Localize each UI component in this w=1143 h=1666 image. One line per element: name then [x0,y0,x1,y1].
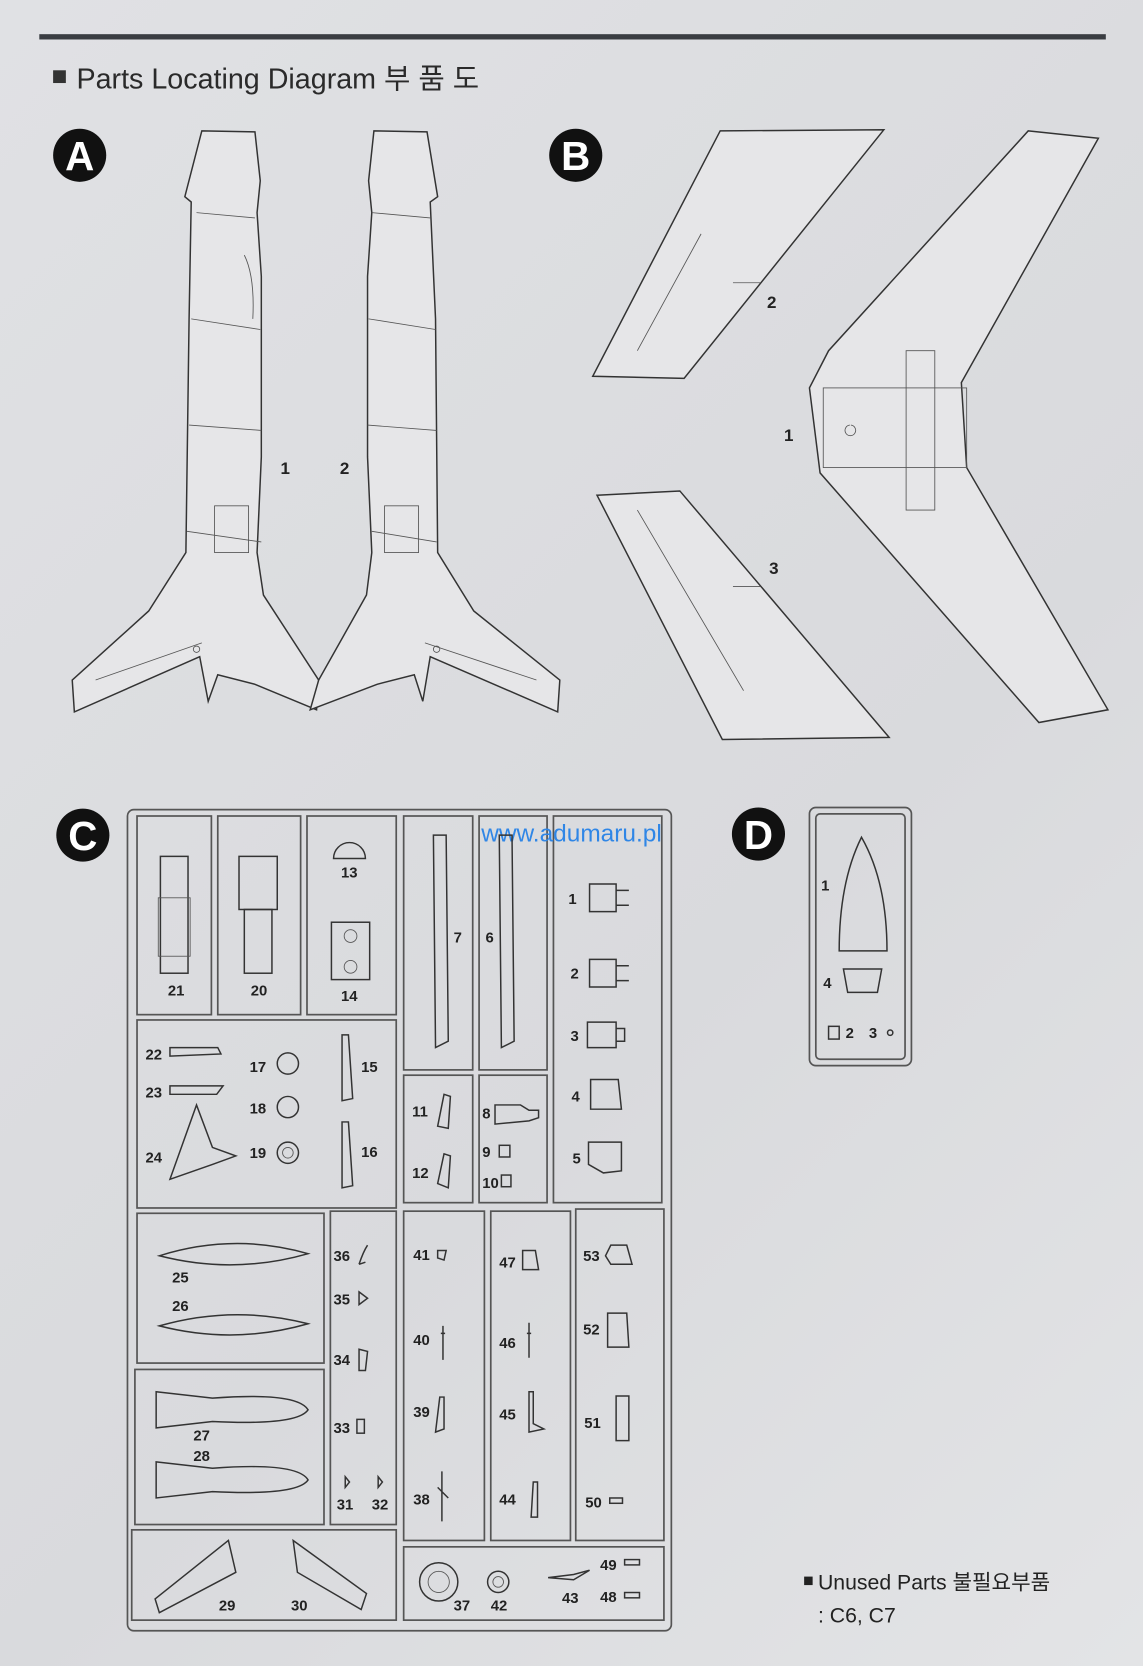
part-number-label: 1 [568,892,576,908]
part-label-d1: 1 [821,878,829,894]
part-number-label: 6 [485,930,493,946]
part-number-label: 37 [454,1599,471,1615]
part-number-label: 51 [584,1416,601,1432]
part-number-label: 14 [341,989,358,1005]
wing-part-1 [808,130,1110,724]
part-number-label: 12 [412,1166,429,1182]
part-label-d3: 3 [869,1026,877,1042]
sprue-c-frame [126,808,673,1632]
part-number-label: D [744,812,773,858]
part-number-label: 2 [570,967,578,983]
part-number-label: 27 [193,1429,210,1445]
unused-bullet [804,1576,813,1586]
unused-parts-heading: Unused Parts 불필요부품 [818,1570,1050,1594]
part-number-label: 19 [250,1146,267,1162]
part-number-label: 18 [250,1101,267,1117]
part-label-b2: 2 [767,293,776,312]
part-number-label: 28 [193,1449,210,1465]
part-label-d4: 4 [823,976,832,992]
part-number-label: 49 [600,1558,617,1574]
part-number-label: 45 [499,1407,516,1423]
unused-parts-list: : C6, C7 [818,1603,896,1627]
part-number-label: 40 [413,1333,430,1349]
part-number-label: 26 [172,1299,189,1315]
part-number-label: 7 [454,930,462,946]
part-label-b3: 3 [769,559,778,578]
part-number-label: 39 [413,1405,430,1421]
wing-part-2 [591,129,886,380]
watermark-url: www.adumaru.pl [480,820,662,847]
part-number-label: 21 [168,984,185,1000]
part-number-label: 48 [600,1590,617,1606]
part-number-label: B [561,133,590,179]
part-label-d2: 2 [846,1026,854,1042]
part-number-label: 20 [251,984,268,1000]
wing-part-3 [595,490,891,741]
fuselage-half-left [71,130,320,714]
page-title: Parts Locating Diagram 부 품 도 [76,63,479,95]
sprue-c-labels: 21 20 13 14 7 6 1 2 3 4 5 22 23 24 17 18… [146,866,617,1615]
part-number-label: 46 [499,1336,516,1352]
part-number-label: 29 [219,1599,236,1615]
fuselage-half-right [309,130,561,714]
part-label-b1: 1 [784,426,793,445]
section-b-badge: B [549,128,603,182]
part-number-label: A [65,133,94,179]
sprue-d: 1 4 2 3 [808,806,913,1067]
part-number-label: 10 [482,1176,499,1192]
part-number-label: 4 [572,1090,581,1106]
part-number-label: 44 [499,1492,516,1508]
part-number-label: 32 [372,1498,389,1514]
part-number-label: 23 [146,1086,163,1102]
part-number-label: 36 [334,1249,351,1265]
part-number-label: 13 [341,866,358,882]
section-a-badge: A [53,128,107,182]
section-c-badge: C [56,808,110,862]
part-number-label: 3 [570,1029,578,1045]
part-number-label: 47 [499,1255,516,1271]
part-number-label: 17 [250,1060,267,1076]
part-number-label: 41 [413,1248,430,1264]
part-number-label: 50 [585,1496,602,1512]
part-number-label: 24 [146,1150,163,1166]
part-number-label: 53 [583,1249,600,1265]
part-number-label: 15 [361,1060,378,1076]
part-label-a1: 1 [280,459,289,478]
section-d-badge: D [731,807,786,861]
title-bullet [53,70,66,84]
part-number-label: 8 [482,1107,490,1123]
part-number-label: 38 [413,1492,430,1508]
part-number-label: 9 [482,1145,490,1161]
part-number-label: 42 [491,1599,508,1615]
part-number-label: 5 [573,1151,581,1167]
top-rule [39,34,1106,40]
part-number-label: 35 [334,1293,351,1309]
part-number-label: 33 [334,1421,351,1437]
part-number-label: 25 [172,1270,189,1286]
part-number-label: 52 [583,1322,600,1338]
part-number-label: 34 [334,1353,351,1369]
part-number-label: 30 [291,1599,308,1615]
part-number-label: C [68,813,97,859]
part-number-label: 22 [146,1047,163,1063]
part-label-a2: 2 [340,459,349,478]
sprue-c-parts [154,834,641,1614]
part-number-label: 43 [562,1591,579,1607]
part-number-label: 31 [337,1498,354,1514]
part-number-label: 16 [361,1145,378,1161]
part-number-label: 11 [412,1105,428,1121]
